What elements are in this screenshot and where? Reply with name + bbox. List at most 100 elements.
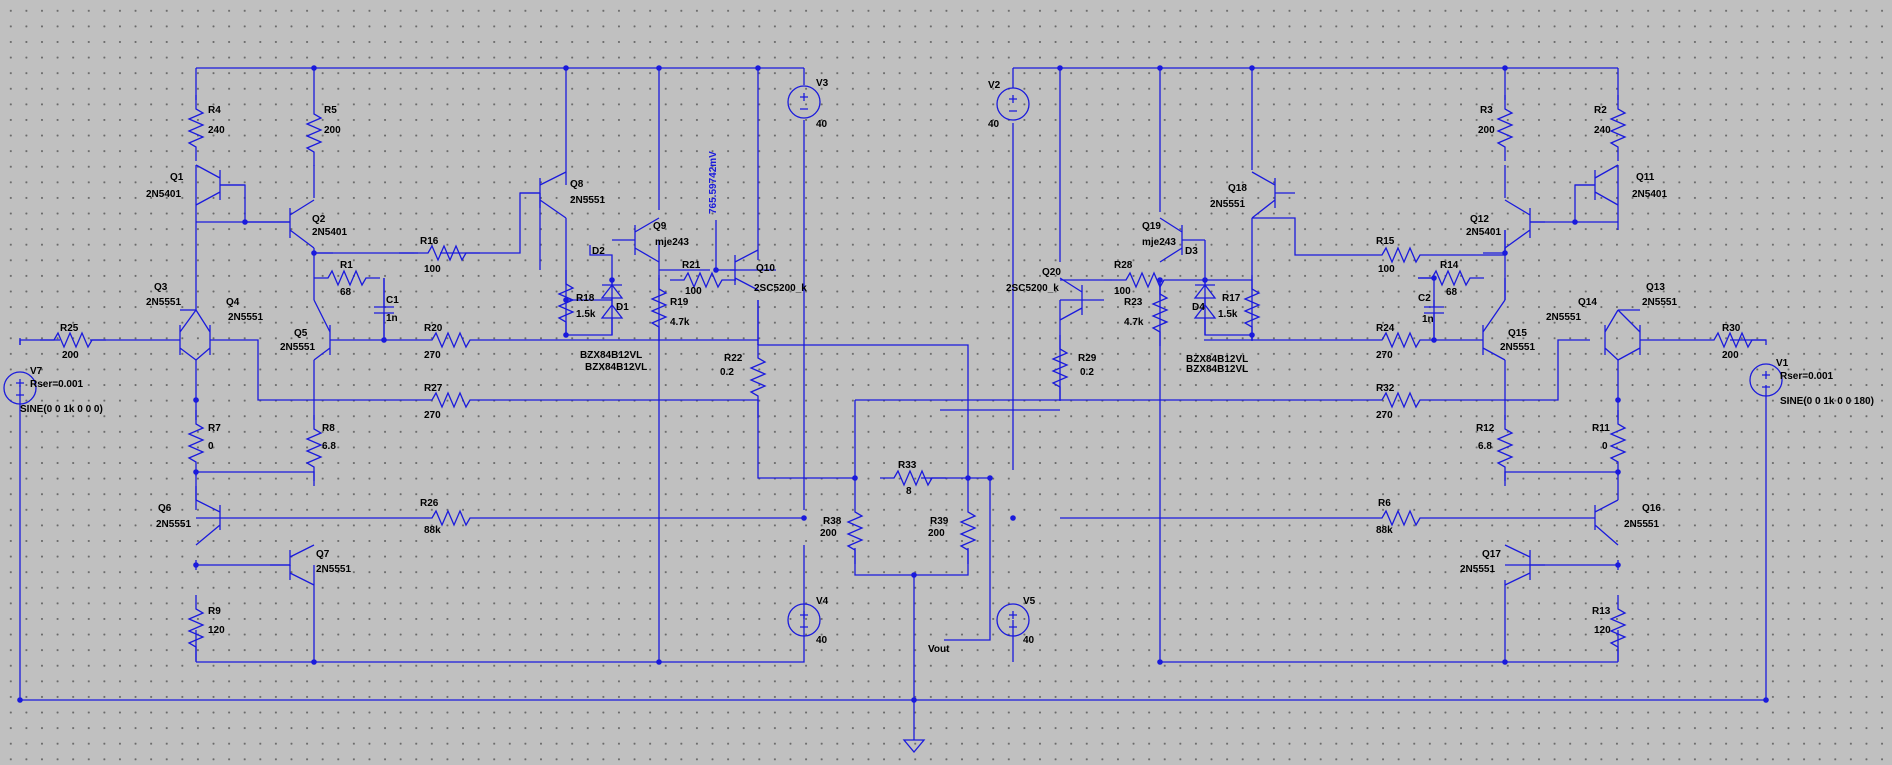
label-R2-name: R2	[1594, 105, 1607, 116]
label-R8-name: R8	[322, 423, 335, 434]
net-label-vout: Vout	[928, 644, 950, 655]
label-V5-value: 40	[1023, 635, 1035, 646]
label-R30-value: 200	[1722, 350, 1739, 361]
label-Q14-model: 2N5551	[1546, 312, 1581, 323]
capacitor-symbols	[374, 300, 1444, 340]
label-R5-value: 200	[324, 125, 341, 136]
label-R32-value: 270	[1376, 410, 1393, 421]
label-R20-name: R20	[424, 323, 443, 334]
label-Q20-name: Q20	[1042, 267, 1061, 278]
label-D1-model: BZX84B12VL	[580, 350, 642, 361]
label-R17-value: 1.5k	[1218, 309, 1238, 320]
label-Q9-model: mje243	[655, 237, 689, 248]
label-R1-value: 68	[340, 287, 352, 298]
label-R16-name: R16	[420, 236, 439, 247]
label-R33-name: R33	[898, 460, 917, 471]
label-R6-name: R6	[1378, 498, 1391, 509]
label-Q13-name: Q13	[1646, 282, 1665, 293]
label-R21-name: R21	[682, 260, 701, 271]
label-Q11-name: Q11	[1636, 172, 1655, 183]
label-Q16-name: Q16	[1642, 503, 1661, 514]
label-Q8-model: 2N5551	[570, 195, 605, 206]
label-V1-spec: SINE(0 0 1k 0 0 180)	[1780, 396, 1874, 407]
label-R18-name: R18	[576, 293, 595, 304]
label-R7-name: R7	[208, 423, 221, 434]
label-V7-rser: Rser=0.001	[30, 379, 84, 390]
label-R5-name: R5	[324, 105, 337, 116]
diode-symbols	[600, 280, 1217, 335]
label-Q9-name: Q9	[653, 221, 667, 232]
label-R22-value: 0.2	[720, 367, 734, 378]
label-Q15-model: 2N5551	[1500, 342, 1535, 353]
label-R28-value: 100	[1114, 286, 1131, 297]
label-Q6-name: Q6	[158, 503, 172, 514]
voltage-source-symbols	[3, 85, 1783, 637]
label-R3-name: R3	[1480, 105, 1493, 116]
label-R1-name: R1	[340, 260, 353, 271]
label-R24-name: R24	[1376, 323, 1395, 334]
label-Q15-name: Q15	[1508, 328, 1527, 339]
label-C2-name: C2	[1418, 293, 1431, 304]
label-D2-model: BZX84B12VL	[585, 362, 647, 373]
label-R26-value: 88k	[424, 525, 441, 536]
label-V1-rser: Rser=0.001	[1780, 371, 1834, 382]
label-R20-value: 270	[424, 350, 441, 361]
label-Q8-name: Q8	[570, 179, 584, 190]
resistor-symbols	[39, 94, 1767, 662]
label-Q13-model: 2N5551	[1642, 297, 1677, 308]
label-V1-name: V1	[1776, 358, 1789, 369]
label-R13-name: R13	[1592, 606, 1611, 617]
label-Q5-model: 2N5551	[280, 342, 315, 353]
label-R27-value: 270	[424, 410, 441, 421]
label-Q17-model: 2N5551	[1460, 564, 1495, 575]
label-D4-model: BZX84B12VL	[1186, 364, 1248, 375]
label-R6-value: 88k	[1376, 525, 1393, 536]
label-R38-value: 200	[820, 528, 837, 539]
label-R26-name: R26	[420, 498, 439, 509]
label-D3-name: D3	[1185, 246, 1198, 257]
label-Q5-name: Q5	[294, 328, 308, 339]
label-R24-value: 270	[1376, 350, 1393, 361]
label-D1-name: D1	[616, 302, 629, 313]
label-Q10-name: Q10	[756, 263, 775, 274]
label-Q4-name: Q4	[226, 297, 240, 308]
probe-voltage-readout: 765.59742mV	[708, 151, 719, 214]
label-R12-name: R12	[1476, 423, 1495, 434]
label-R29-name: R29	[1078, 353, 1097, 364]
label-Q6-model: 2N5551	[156, 519, 191, 530]
label-R12-value: 6.8	[1478, 441, 1492, 452]
label-C2-value: 1n	[1422, 314, 1434, 325]
label-R19-name: R19	[670, 297, 689, 308]
label-R30-name: R30	[1722, 323, 1741, 334]
label-R33-value: 8	[906, 486, 912, 497]
label-R29-value: 0.2	[1080, 367, 1094, 378]
label-C1-value: 1n	[386, 313, 398, 324]
label-R23-name: R23	[1124, 297, 1143, 308]
label-R4-name: R4	[208, 105, 221, 116]
label-V5-name: V5	[1023, 596, 1036, 607]
label-V3-value: 40	[816, 119, 828, 130]
label-R21-value: 100	[685, 286, 702, 297]
label-R27-name: R27	[424, 383, 443, 394]
label-Q3-model: 2N5551	[146, 297, 181, 308]
label-R15-name: R15	[1376, 236, 1395, 247]
label-R25-value: 200	[62, 350, 79, 361]
label-V4-name: V4	[816, 596, 829, 607]
label-Q1-model: 2N5401	[146, 189, 181, 200]
label-R13-value: 120	[1594, 625, 1611, 636]
label-R11-name: R11	[1592, 423, 1610, 434]
label-R7-value: 0	[208, 441, 214, 452]
label-Q20-model: 2SC5200_k	[1006, 283, 1059, 294]
label-Q17-name: Q17	[1482, 549, 1501, 560]
label-R8-value: 6.8	[322, 441, 336, 452]
label-R2-value: 240	[1594, 125, 1611, 136]
label-Q18-model: 2N5551	[1210, 199, 1245, 210]
label-Q16-model: 2N5551	[1624, 519, 1659, 530]
label-R15-value: 100	[1378, 264, 1395, 275]
label-Q2-name: Q2	[312, 214, 326, 225]
label-Q7-model: 2N5551	[316, 564, 351, 575]
label-R9-name: R9	[208, 606, 221, 617]
label-Q12-model: 2N5401	[1466, 227, 1501, 238]
label-R39-value: 200	[928, 528, 945, 539]
